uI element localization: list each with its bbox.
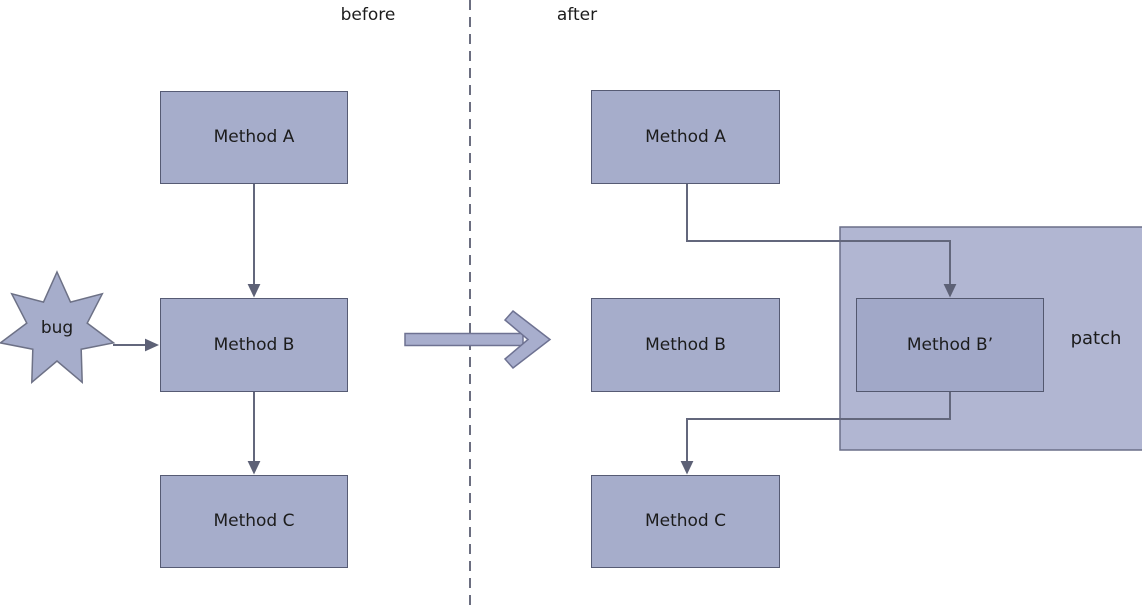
- node-method-c-after-label: Method C: [644, 511, 727, 531]
- node-method-b-before: Method B: [160, 298, 348, 392]
- before-section-title: before: [340, 5, 396, 25]
- arrowhead-b-to-c-before: [247, 461, 261, 475]
- node-method-b-prime-label: Method B’: [906, 334, 994, 355]
- bug-star-icon: [0, 270, 116, 384]
- node-method-c-before: Method C: [160, 475, 348, 568]
- edge-bprime-to-c-after: [686, 392, 951, 461]
- node-method-b-prime: Method B’: [856, 298, 1044, 392]
- arrowhead-a-to-bprime-after: [943, 284, 957, 298]
- node-method-b-after: Method B: [591, 298, 780, 392]
- arrowhead-bug-to-b: [145, 338, 159, 352]
- node-method-a-after: Method A: [591, 90, 780, 184]
- node-method-a-before-label: Method A: [213, 127, 295, 147]
- node-method-a-before: Method A: [160, 91, 348, 184]
- bug-label: bug: [40, 318, 74, 338]
- node-method-c-after: Method C: [591, 475, 780, 568]
- node-method-c-before-label: Method C: [213, 511, 295, 531]
- node-method-a-after-label: Method A: [645, 126, 726, 147]
- node-method-b-before-label: Method B: [213, 334, 295, 355]
- patch-label: patch: [1070, 328, 1122, 349]
- node-method-b-after-label: Method B: [645, 334, 726, 355]
- arrowhead-bprime-to-c-after: [680, 461, 694, 475]
- after-section-title: after: [556, 5, 598, 25]
- transition-arrow-bar: [404, 332, 524, 347]
- edge-a-to-bprime-after: [686, 184, 951, 284]
- transition-arrow-head: [503, 309, 552, 370]
- arrowhead-a-to-b-before: [247, 284, 261, 298]
